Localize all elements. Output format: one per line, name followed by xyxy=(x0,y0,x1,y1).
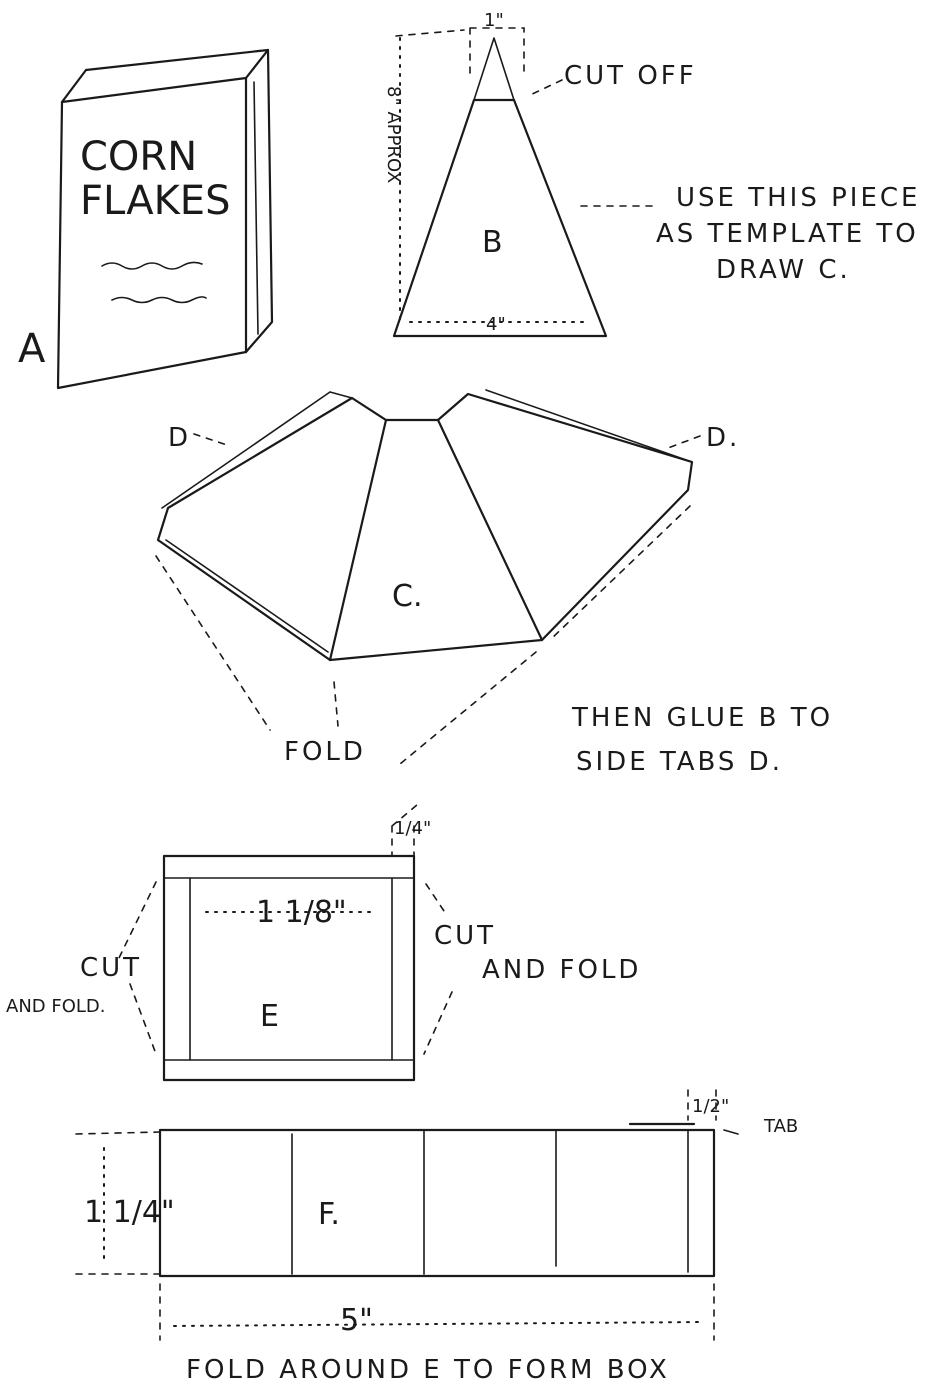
strip-f-fold-lines xyxy=(291,1129,689,1275)
box-side xyxy=(244,48,274,354)
piece-f-letter: F. xyxy=(318,1197,340,1232)
piece-c-letter: C. xyxy=(392,579,422,614)
glue-note-line-1: THEN GLUE B TO xyxy=(571,703,833,733)
strip-height-label: 1 1/4" xyxy=(84,1195,175,1230)
tab-label: TAB xyxy=(763,1116,798,1137)
tab-d-right xyxy=(485,389,693,463)
left-note-line-1: CUT xyxy=(80,953,142,983)
box-label-corn: CORN xyxy=(80,134,197,180)
cut-off-tip-outline xyxy=(469,27,525,79)
tab-width-label: 1/4" xyxy=(394,818,431,839)
fold-label: FOLD xyxy=(284,737,366,767)
box-edge-line xyxy=(253,81,259,335)
tab-d-right-arrow xyxy=(667,435,701,449)
square-e-vertical-folds xyxy=(189,877,393,1061)
tab-d-right-label: D. xyxy=(706,423,740,453)
tab-arrow xyxy=(723,1129,739,1135)
tab-d-left xyxy=(161,391,353,509)
height-label: 8" APPROX xyxy=(383,86,404,183)
fan-left-panel xyxy=(156,396,388,662)
strip-tab-width-label: 1/2" xyxy=(692,1096,729,1117)
trapezoid-b-outline xyxy=(392,98,608,338)
tab-width-guides xyxy=(391,803,419,857)
piece-e-square: 1 1/8" 1/4" E CUT AND FOLD. CUT AND FOLD xyxy=(6,803,641,1082)
box-squiggle-2 xyxy=(111,296,207,304)
square-e-horizontal-folds xyxy=(163,877,415,1061)
fold-leader-right xyxy=(399,651,537,765)
inner-width-label: 1 1/8" xyxy=(256,895,347,930)
right-note-line-1: CUT xyxy=(434,921,496,951)
base-width-label: 4" xyxy=(486,314,506,335)
left-note-line-2: AND FOLD. xyxy=(6,996,106,1017)
template-note-line-3: DRAW C. xyxy=(716,255,851,285)
strip-f-outer xyxy=(158,1128,716,1278)
length-dimension-f xyxy=(173,1321,705,1327)
tab-width-guides-f xyxy=(687,1089,717,1121)
strip-caption: FOLD AROUND E TO FORM BOX xyxy=(186,1355,670,1385)
left-cut-arrows xyxy=(117,881,157,1055)
fold-edge-right xyxy=(549,505,691,641)
cut-off-tip-lines xyxy=(473,37,515,101)
square-e-outer xyxy=(162,854,416,1082)
piece-a-letter: A xyxy=(18,326,46,372)
template-note-line-1: USE THIS PIECE xyxy=(676,183,920,213)
fold-leader-center xyxy=(333,681,339,727)
glue-note-line-2: SIDE TABS D. xyxy=(576,747,783,777)
box-top xyxy=(60,48,270,104)
height-guides-f xyxy=(75,1131,161,1275)
height-top-leader xyxy=(395,29,465,37)
tab-d-left-arrow xyxy=(193,433,231,447)
piece-f-strip: 1/2" TAB 1 1/4" F. 5" FOLD AROUND E TO F… xyxy=(75,1089,798,1385)
fan-left-fold-edge xyxy=(165,539,329,653)
tab-d-left-label: D xyxy=(168,423,191,453)
box-front xyxy=(56,76,248,390)
box-squiggle-1 xyxy=(101,261,203,270)
fold-leader-left xyxy=(155,555,271,731)
cut-off-label: CUT OFF xyxy=(564,61,697,91)
template-note-line-2: AS TEMPLATE TO xyxy=(656,219,919,249)
piece-b-letter: B xyxy=(482,225,503,260)
cut-off-arrow xyxy=(527,79,563,97)
piece-a-cereal-box: CORN FLAKES A xyxy=(18,48,274,390)
strip-length-label: 5" xyxy=(340,1303,373,1338)
top-width-label: 1" xyxy=(484,10,504,31)
fan-center-panel xyxy=(328,418,544,662)
piece-c-fan: C. D D. FOLD THEN GLUE B TO SIDE TABS D. xyxy=(155,389,833,777)
fan-right-panel xyxy=(436,392,694,642)
piece-e-letter: E xyxy=(260,999,279,1034)
right-cut-arrows xyxy=(423,883,453,1055)
piece-b-trapezoid: 1" 8" APPROX 4" B CUT OFF USE THIS PIECE… xyxy=(383,10,920,338)
box-label-flakes: FLAKES xyxy=(80,178,230,224)
length-guides-f xyxy=(159,1283,715,1341)
right-note-line-2: AND FOLD xyxy=(482,955,641,985)
